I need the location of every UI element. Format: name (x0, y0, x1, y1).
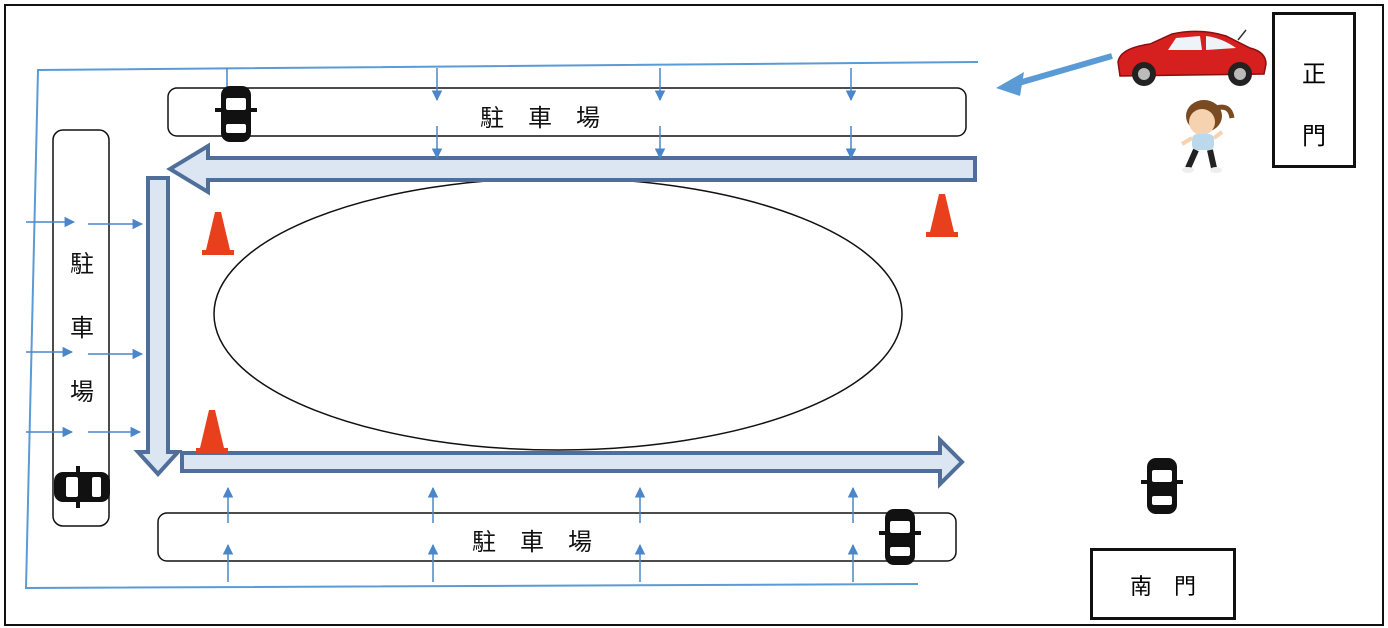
parking-label-left: 駐 車 場 (62, 232, 102, 424)
flow-arrow-bottom (180, 435, 965, 489)
thin-arrows-left (26, 216, 144, 438)
parking-label-left-char: 駐 (70, 250, 94, 278)
parking-label-left-char: 場 (70, 378, 94, 406)
flow-arrow-left (133, 176, 183, 477)
parking-label-bottom: 駐 車 場 (472, 528, 592, 556)
site-boundary (24, 61, 979, 590)
thin-arrows-bottom (222, 486, 859, 582)
main-gate-char: 正 (1302, 60, 1326, 88)
main-gate-label: 正 門 (1275, 43, 1353, 167)
traffic-cone-icon (202, 212, 234, 255)
main-gate-char: 門 (1302, 122, 1326, 150)
entry-arrow-line (1007, 53, 1113, 89)
car-red-icon (1117, 29, 1267, 86)
parking-label-top: 駐 車 場 (480, 104, 600, 132)
car-topview-icon (54, 466, 110, 508)
central-oval (213, 177, 903, 451)
south-gate-label: 南 門 (1129, 575, 1196, 600)
parking-strip-bottom (157, 512, 957, 562)
main-gate-box: 正 門 (1272, 12, 1356, 168)
entry-arrow-head (996, 72, 1024, 96)
car-topview-icon (879, 509, 921, 565)
page-frame (4, 4, 1384, 626)
parking-label-left-char: 車 (70, 314, 94, 342)
flow-arrow-top (166, 142, 977, 196)
pedestrian-girl-icon (1180, 100, 1235, 173)
thin-arrows-top (431, 68, 857, 160)
south-gate-box: 南 門 (1090, 548, 1236, 620)
car-topview-icon (215, 86, 257, 142)
traffic-cone-icon (196, 410, 228, 453)
traffic-cone-icon (926, 194, 958, 237)
parking-strip-top (167, 87, 967, 137)
car-topview-icon (1141, 458, 1183, 514)
